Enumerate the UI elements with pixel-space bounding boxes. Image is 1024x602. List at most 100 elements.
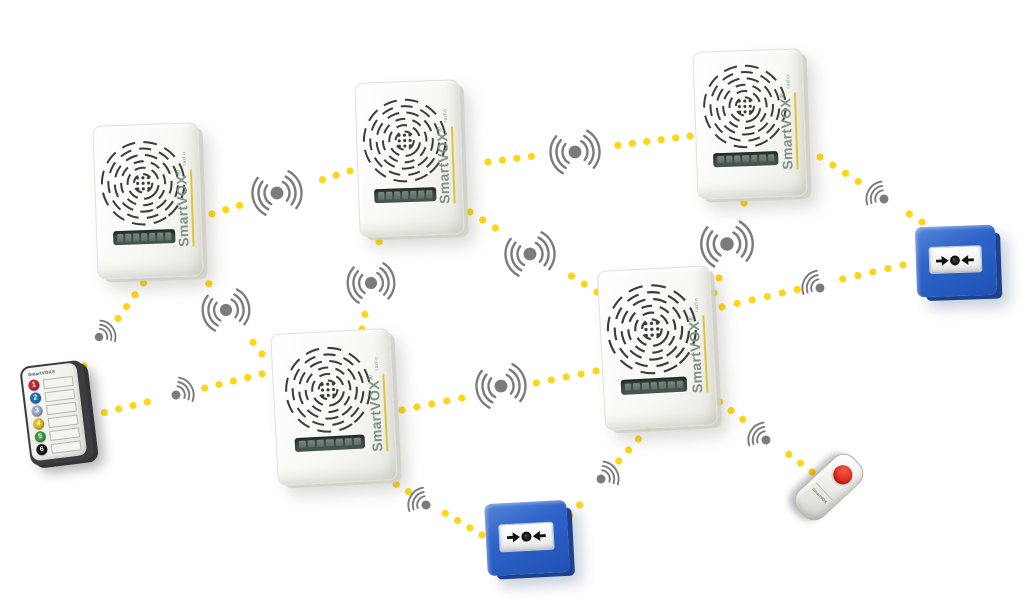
radio-wave-icon bbox=[700, 220, 754, 268]
radio-wave-icon bbox=[346, 262, 396, 304]
radio-wave-icon bbox=[865, 180, 889, 206]
path-dot bbox=[576, 501, 584, 509]
path-dot bbox=[716, 398, 724, 406]
path-dot bbox=[740, 199, 748, 207]
path-dot bbox=[100, 408, 108, 417]
path-dot bbox=[793, 285, 802, 294]
path-dot bbox=[796, 459, 805, 467]
sounder-2: SmartVOX®radio bbox=[354, 79, 465, 238]
path-dot bbox=[258, 350, 266, 358]
path-dot bbox=[498, 156, 506, 164]
path-dot bbox=[562, 373, 570, 381]
remote-button-4: 4 bbox=[32, 417, 45, 430]
indicator-window bbox=[112, 228, 176, 246]
path-dot bbox=[566, 512, 574, 520]
path-dot bbox=[458, 394, 466, 402]
path-dot bbox=[466, 524, 474, 532]
path-dot bbox=[249, 338, 257, 346]
remote-label-slot bbox=[50, 439, 82, 454]
path-dot bbox=[580, 280, 588, 288]
path-dot bbox=[763, 292, 771, 301]
link-dots bbox=[556, 413, 662, 531]
brand-label: SmartVOX®radio bbox=[172, 134, 195, 247]
call-point-2 bbox=[484, 499, 570, 577]
speaker-grille-icon bbox=[101, 140, 186, 226]
path-dot bbox=[568, 272, 576, 280]
path-dot bbox=[441, 509, 449, 517]
radio-wave-icon bbox=[596, 460, 620, 486]
path-dot bbox=[785, 450, 793, 458]
link-dots bbox=[710, 199, 748, 297]
path-dot bbox=[547, 376, 555, 384]
link-dots bbox=[80, 267, 156, 370]
path-dot bbox=[332, 171, 340, 179]
path-dot bbox=[236, 201, 244, 209]
radio-wave-icon bbox=[407, 486, 431, 512]
path-dot bbox=[614, 141, 622, 149]
path-dot bbox=[643, 138, 651, 146]
path-dot bbox=[718, 303, 726, 311]
path-dot bbox=[208, 210, 216, 218]
break-glass-panel bbox=[498, 521, 555, 553]
path-dot bbox=[484, 158, 492, 166]
radio-wave-icon bbox=[801, 269, 825, 295]
path-dot bbox=[808, 468, 816, 476]
speaker-grille-icon bbox=[285, 346, 372, 433]
path-dot bbox=[258, 370, 266, 378]
speaker-grille-icon bbox=[362, 98, 447, 183]
path-dot bbox=[816, 153, 824, 161]
path-dot bbox=[131, 291, 139, 299]
path-dot bbox=[854, 177, 862, 185]
indicator-window bbox=[294, 433, 366, 452]
path-dot bbox=[122, 303, 131, 311]
path-dot bbox=[318, 176, 326, 184]
path-dot bbox=[479, 216, 487, 224]
path-dot bbox=[625, 446, 633, 454]
path-dot bbox=[628, 139, 636, 147]
link-dots bbox=[816, 153, 926, 226]
path-dot bbox=[577, 370, 585, 378]
path-dot bbox=[404, 487, 413, 496]
remote-button-1: 1 bbox=[27, 378, 41, 392]
path-dot bbox=[428, 400, 436, 408]
path-dot bbox=[139, 279, 148, 287]
indicator-window bbox=[713, 150, 779, 167]
path-dot bbox=[657, 136, 665, 144]
call-point-1 bbox=[914, 224, 998, 298]
path-dot bbox=[778, 289, 786, 297]
path-dot bbox=[478, 531, 486, 539]
link-dots bbox=[466, 208, 601, 296]
path-dot bbox=[829, 161, 837, 169]
link-dots bbox=[484, 132, 694, 166]
radio-wave-icon bbox=[549, 129, 601, 175]
path-dot bbox=[592, 367, 600, 375]
link-dots bbox=[208, 167, 354, 218]
radio-wave-icon bbox=[201, 288, 251, 332]
path-dot bbox=[201, 384, 209, 392]
radio-wave-icon bbox=[94, 319, 117, 343]
radio-wave-icon bbox=[171, 376, 195, 402]
link-dots bbox=[380, 473, 486, 539]
path-dot bbox=[443, 397, 451, 405]
path-dot bbox=[748, 296, 756, 304]
brand-label: SmartVOX®radio bbox=[364, 339, 389, 453]
path-dot bbox=[361, 310, 369, 318]
path-dot bbox=[841, 169, 850, 177]
remote-button-2: 2 bbox=[29, 391, 42, 405]
path-dot bbox=[733, 299, 741, 308]
path-dot bbox=[899, 261, 907, 269]
path-dot bbox=[491, 224, 499, 232]
path-dot bbox=[244, 373, 252, 382]
link-dots bbox=[718, 261, 907, 311]
sounder-4: SmartVOX®radio bbox=[270, 327, 398, 487]
radio-wave-icon bbox=[504, 231, 556, 277]
break-glass-panel bbox=[928, 245, 983, 275]
path-dot bbox=[869, 268, 877, 276]
sounder-1: SmartVOX®radio bbox=[92, 122, 204, 280]
sounder-5: SmartVOX®radio bbox=[596, 265, 719, 431]
speaker-grille-icon bbox=[607, 284, 698, 375]
